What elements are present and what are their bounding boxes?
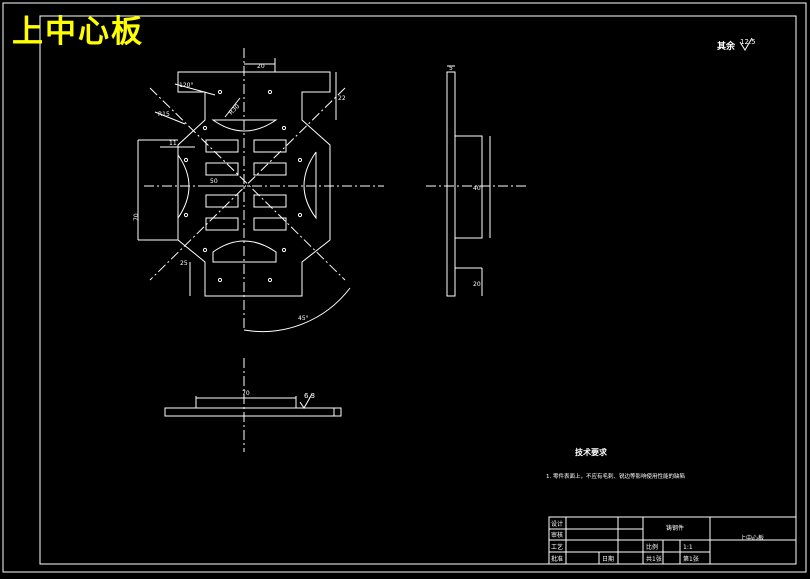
tb-date: 日期: [602, 555, 614, 563]
dim-r30: R30: [228, 103, 241, 116]
slot: [253, 194, 287, 208]
arc-cutout-left: [177, 154, 190, 219]
leader: [174, 83, 216, 96]
hole: [281, 247, 287, 253]
roughness-label: 其余: [717, 40, 736, 52]
hole: [297, 212, 303, 218]
dim-side-h: 70: [133, 213, 140, 221]
slot: [253, 139, 287, 153]
tech-title: 技术要求: [575, 447, 608, 457]
slot: [205, 194, 239, 208]
arc-cutout-bottom: [212, 240, 277, 263]
leader: [154, 111, 186, 125]
side-plate: [446, 71, 456, 297]
tb-row-review: 审核: [551, 531, 563, 539]
dim-side-right: 22: [338, 95, 346, 102]
hole: [217, 277, 223, 283]
dim-section-w: 70: [242, 390, 250, 397]
hole: [183, 212, 189, 218]
tb-scale-value: 1:1: [683, 544, 693, 551]
tb-row-design: 设计: [551, 520, 563, 528]
centerline-diag-1: [149, 87, 346, 281]
hole: [297, 157, 303, 163]
hole: [217, 89, 223, 95]
dim-inner-w: 11: [169, 140, 177, 147]
dim-top-width: 20: [257, 63, 265, 70]
dim-side-h2: 40: [473, 185, 481, 192]
slot: [205, 139, 239, 153]
hole: [267, 277, 273, 283]
tb-sheet-total: 共1张: [646, 555, 662, 563]
inner-frame: [39, 15, 797, 565]
roughness-value: 12.5: [740, 38, 756, 46]
tb-row-approve: 批准: [551, 555, 563, 563]
dim-angle-left: 120°: [179, 82, 193, 89]
plan-view: [137, 48, 384, 333]
side-view: [426, 65, 526, 297]
section-view: [164, 358, 342, 452]
tb-material: 铸钢件: [666, 524, 684, 532]
dim-angle-bottom: 45°: [298, 315, 309, 322]
slot: [253, 217, 287, 231]
dim-side-t: 5: [449, 65, 453, 72]
roughness-icon: [739, 37, 753, 51]
centerline-diag-2: [149, 87, 346, 281]
roughness-mark: [299, 393, 313, 409]
leader: [224, 97, 241, 118]
slot: [205, 162, 239, 176]
dim-r-left: R15: [158, 111, 170, 118]
tb-scale-label: 比例: [646, 543, 658, 551]
tb-sheet-no: 第1张: [683, 555, 699, 563]
drawing-title: 上中心板: [12, 14, 144, 50]
arc-cutout-top: [211, 119, 278, 132]
hole: [202, 125, 208, 131]
slot: [205, 217, 239, 231]
side-boss: [454, 135, 483, 239]
dim-bottom-h: 25: [180, 260, 188, 267]
slot: [253, 162, 287, 176]
hole: [267, 89, 273, 95]
arc-cutout-right: [303, 151, 317, 220]
roughness-section: 6.3: [304, 392, 315, 400]
tech-note: 1. 零件表面上，不应有毛刺、锐边等影响使用性能的缺陷: [546, 472, 685, 480]
plate-outline: [177, 71, 331, 297]
dim-center-w: 50: [210, 178, 218, 185]
section-plate: [164, 407, 342, 417]
tb-part-name: 上中心板: [740, 534, 764, 542]
dim-side-b: 20: [473, 281, 481, 288]
hole: [202, 247, 208, 253]
tb-row-process: 工艺: [551, 543, 563, 551]
title-block: [548, 516, 797, 565]
angle-arc: [243, 287, 351, 333]
hole: [281, 125, 287, 131]
hole: [183, 157, 189, 163]
